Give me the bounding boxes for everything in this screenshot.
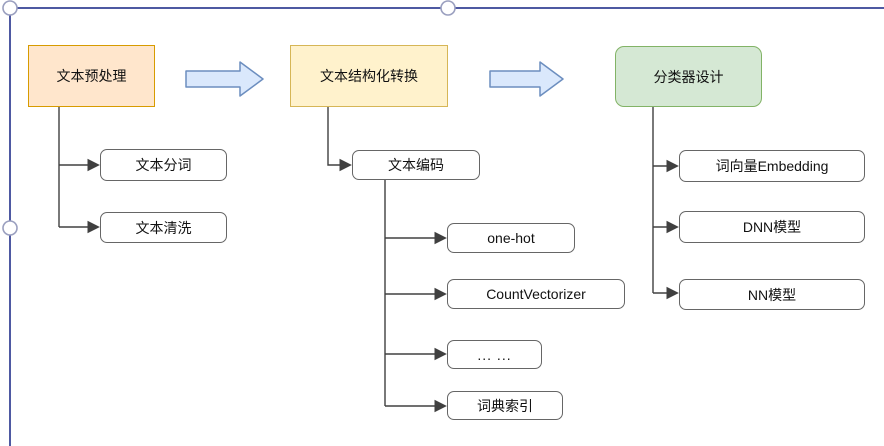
node-text-cleaning[interactable]: 文本清洗 — [100, 212, 227, 243]
node-dnn-model[interactable]: DNN模型 — [679, 211, 865, 243]
node-text-segmentation-label: 文本分词 — [135, 157, 192, 173]
flow-arrow-2-icon[interactable] — [489, 61, 564, 97]
node-countvectorizer-label: CountVectorizer — [486, 286, 586, 302]
node-nn-model-label: NN模型 — [747, 286, 797, 303]
node-word-embedding-label: 词向量Embedding — [715, 158, 829, 174]
node-countvectorizer[interactable]: CountVectorizer — [447, 279, 625, 309]
node-text-segmentation[interactable]: 文本分词 — [100, 149, 227, 181]
node-text-cleaning-label: 文本清洗 — [135, 219, 192, 236]
node-ellipsis[interactable]: ... ... — [447, 340, 542, 369]
node-nn-model[interactable]: NN模型 — [679, 279, 865, 310]
resize-handle-middle-left-icon[interactable] — [2, 220, 18, 236]
node-text-encoding[interactable]: 文本编码 — [352, 150, 480, 180]
node-dictionary-index-label: 词典索引 — [477, 397, 533, 414]
node-word-embedding[interactable]: 词向量Embedding — [679, 150, 865, 182]
node-text-structurize[interactable]: 文本结构化转换 — [290, 45, 448, 107]
node-dnn-model-label: DNN模型 — [742, 219, 802, 235]
node-one-hot[interactable]: one-hot — [447, 223, 575, 253]
node-text-preprocess-label: 文本预处理 — [56, 68, 127, 84]
resize-handle-top-center-icon[interactable] — [440, 0, 456, 16]
resize-handle-top-left-icon[interactable] — [2, 0, 18, 16]
node-classifier-design-label: 分类器设计 — [653, 68, 724, 85]
node-classifier-design[interactable]: 分类器设计 — [615, 46, 762, 107]
node-dictionary-index[interactable]: 词典索引 — [447, 391, 563, 420]
node-text-encoding-label: 文本编码 — [388, 157, 444, 173]
node-text-structurize-label: 文本结构化转换 — [320, 68, 418, 84]
flow-arrow-1-icon[interactable] — [185, 61, 264, 97]
node-text-preprocess[interactable]: 文本预处理 — [28, 45, 155, 107]
node-ellipsis-label: ... ... — [477, 346, 512, 363]
node-one-hot-label: one-hot — [487, 230, 535, 246]
edge-structurize-encoding[interactable] — [327, 107, 352, 172]
